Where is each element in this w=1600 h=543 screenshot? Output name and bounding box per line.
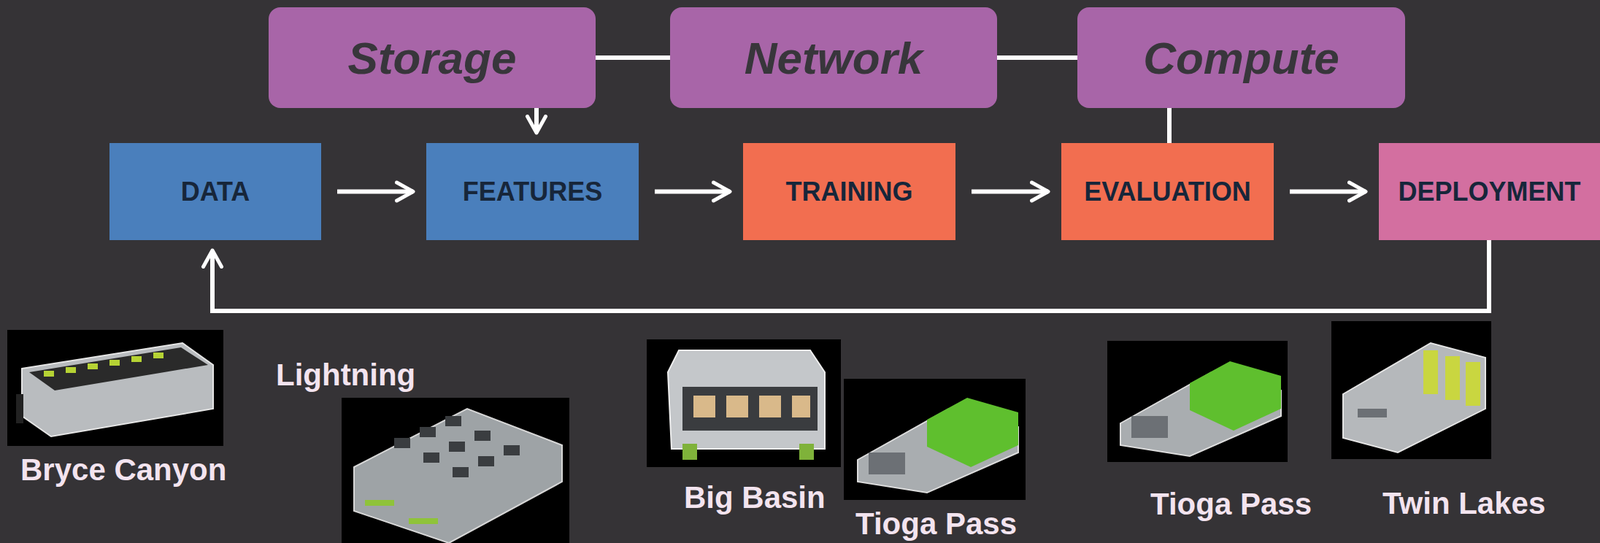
server-name: Tioga Pass xyxy=(1150,486,1312,522)
server-name: Big Basin xyxy=(683,480,826,516)
connector xyxy=(337,189,414,195)
pipeline-stage-box: DATA xyxy=(109,143,322,241)
box-label: TRAINING xyxy=(786,176,914,208)
server-photo xyxy=(1107,340,1288,463)
server-name: Tioga Pass xyxy=(855,506,1017,542)
box-label: Compute xyxy=(1143,32,1340,84)
connector xyxy=(1289,189,1366,195)
server-photo xyxy=(1331,321,1492,460)
connector xyxy=(997,55,1078,60)
infrastructure-box: Compute xyxy=(1077,7,1406,109)
pipeline-stage-box: EVALUATION xyxy=(1061,143,1274,241)
connector xyxy=(971,189,1049,195)
box-label: Storage xyxy=(348,32,517,84)
connector xyxy=(654,189,730,195)
server-photo xyxy=(341,397,570,543)
pipeline-stage-box: FEATURES xyxy=(426,143,639,241)
server-name: Twin Lakes xyxy=(1382,486,1546,522)
connector xyxy=(1167,108,1172,144)
server-name: Bryce Canyon xyxy=(20,452,227,488)
box-label: FEATURES xyxy=(462,176,603,208)
box-label: DATA xyxy=(181,176,251,208)
pipeline-stage-box: TRAINING xyxy=(743,143,956,241)
infrastructure-box: Storage xyxy=(268,7,596,109)
box-label: EVALUATION xyxy=(1083,176,1252,208)
server-photo xyxy=(646,339,841,468)
server-photo xyxy=(7,329,224,446)
server-photo xyxy=(843,378,1026,500)
connector xyxy=(212,240,1490,311)
infrastructure-box: Network xyxy=(670,7,998,109)
pipeline-stage-box: DEPLOYMENT xyxy=(1378,143,1600,241)
box-label: DEPLOYMENT xyxy=(1397,176,1581,208)
connector xyxy=(595,55,671,60)
box-label: Network xyxy=(744,32,924,84)
connector xyxy=(534,108,539,133)
server-name: Lightning xyxy=(275,357,416,393)
